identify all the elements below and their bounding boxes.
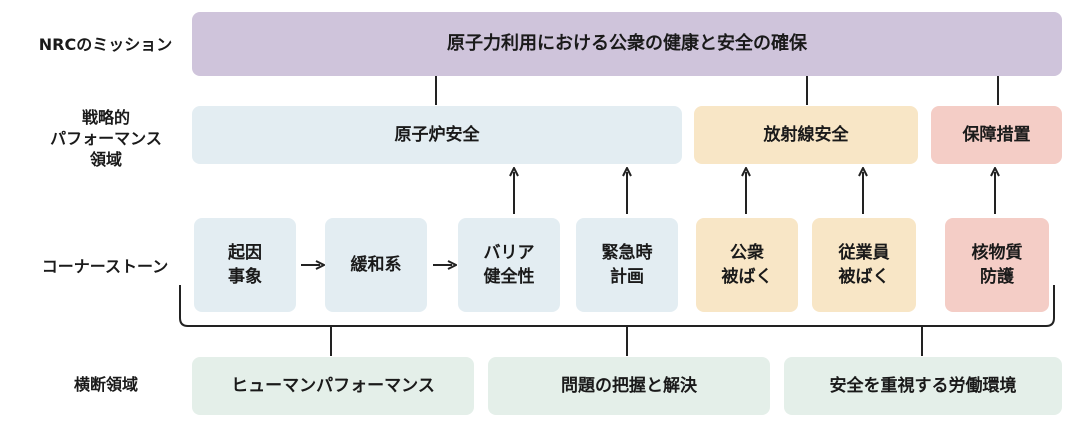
cornerstone-emergency-planning: 緊急時 計画 bbox=[576, 218, 678, 312]
strategic-reactor-safety: 原子炉安全 bbox=[192, 106, 682, 164]
cornerstone-initiating-events: 起因 事象 bbox=[194, 218, 296, 312]
row-label-crosscutting: 横断領域 bbox=[73, 374, 138, 394]
cornerstone-brace bbox=[179, 285, 1055, 327]
strategic-safeguards: 保障措置 bbox=[931, 106, 1062, 164]
cornerstone-mitigating-systems: 緩和系 bbox=[325, 218, 427, 312]
strategic-radiation-safety: 放射線安全 bbox=[694, 106, 918, 164]
cornerstone-physical-protection: 核物質 防護 bbox=[945, 218, 1049, 312]
cornerstone-barrier-integrity: バリア 健全性 bbox=[458, 218, 560, 312]
crosscutting-problem-identification: 問題の把握と解決 bbox=[488, 357, 770, 415]
mission-box: 原子力利用における公衆の健康と安全の確保 bbox=[192, 12, 1062, 76]
crosscutting-safety-culture: 安全を重視する労働環境 bbox=[784, 357, 1062, 415]
cornerstone-public-exposure: 公衆 被ばく bbox=[696, 218, 798, 312]
row-label-mission: NRCのミッション bbox=[38, 34, 173, 54]
row-label-cornerstone: コーナーストーン bbox=[41, 256, 169, 276]
crosscutting-human-performance: ヒューマンパフォーマンス bbox=[192, 357, 474, 415]
cornerstone-worker-exposure: 従業員 被ばく bbox=[812, 218, 916, 312]
row-label-strategic: 戦略的 パフォーマンス 領域 bbox=[50, 107, 162, 169]
